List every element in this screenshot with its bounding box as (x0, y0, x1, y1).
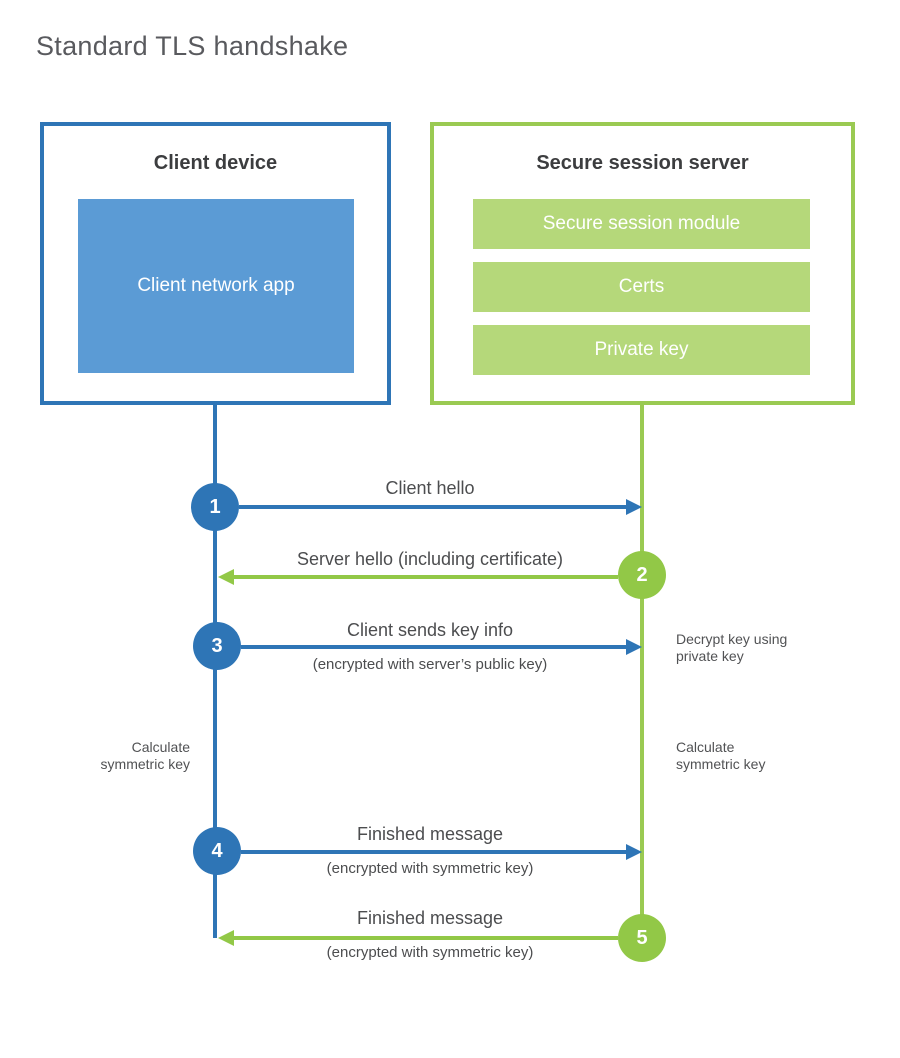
step-3-arrowhead-right-icon (626, 639, 642, 655)
step-4-arrowhead-right-icon (626, 844, 642, 860)
step-4-label: Finished message (356, 824, 504, 844)
calculate-symmetric-key-note-client: Calculate symmetric key (100, 739, 190, 772)
secure-session-server-box: Secure session server Secure session mod… (430, 122, 855, 405)
step-3-number: 3 (211, 634, 223, 657)
step-2-number: 2 (636, 563, 648, 586)
step-1-number: 1 (209, 495, 221, 518)
client-device-title: Client device (153, 152, 278, 174)
client-network-app-label: Client network app (137, 275, 295, 296)
client-lifeline (213, 405, 217, 938)
step-4-badge: 4 (193, 827, 241, 875)
step-2-label: Server hello (including certificate) (296, 549, 564, 569)
step-3-label: Client sends key info (346, 620, 514, 640)
step-3-arrow-line (241, 645, 626, 649)
server-lifeline (640, 405, 644, 940)
step-2-arrow-line (234, 575, 618, 579)
step-4-sublabel: (encrypted with symmetric key) (326, 860, 534, 877)
step-4-number: 4 (211, 839, 223, 862)
step-5-arrowhead-left-icon (218, 930, 234, 946)
decrypt-key-note: Decrypt key using private key (676, 631, 788, 664)
step-4-arrow-line (241, 850, 626, 854)
private-key-bar: Private key (473, 325, 810, 375)
step-1-badge: 1 (191, 483, 239, 531)
page-title: Standard TLS handshake (36, 31, 349, 61)
step-5-label: Finished message (356, 908, 504, 928)
certs-bar: Certs (473, 262, 810, 312)
step-5-sublabel: (encrypted with symmetric key) (326, 944, 534, 961)
step-2-arrowhead-left-icon (218, 569, 234, 585)
step-5-badge: 5 (618, 914, 666, 962)
calculate-symmetric-key-note-server: Calculate symmetric key (676, 739, 766, 772)
step-5-arrow-line (234, 936, 618, 940)
client-network-app-box: Client network app (78, 199, 354, 373)
step-3-sublabel: (encrypted with server’s public key) (312, 656, 548, 673)
step-1-label: Client hello (385, 478, 475, 498)
step-3-badge: 3 (193, 622, 241, 670)
step-1-arrowhead-right-icon (626, 499, 642, 515)
secure-session-module-bar: Secure session module (473, 199, 810, 249)
step-2-badge: 2 (618, 551, 666, 599)
client-device-box: Client device Client network app (40, 122, 391, 405)
secure-session-server-title: Secure session server (536, 152, 749, 174)
step-5-number: 5 (636, 926, 648, 949)
step-1-arrow-line (239, 505, 626, 509)
